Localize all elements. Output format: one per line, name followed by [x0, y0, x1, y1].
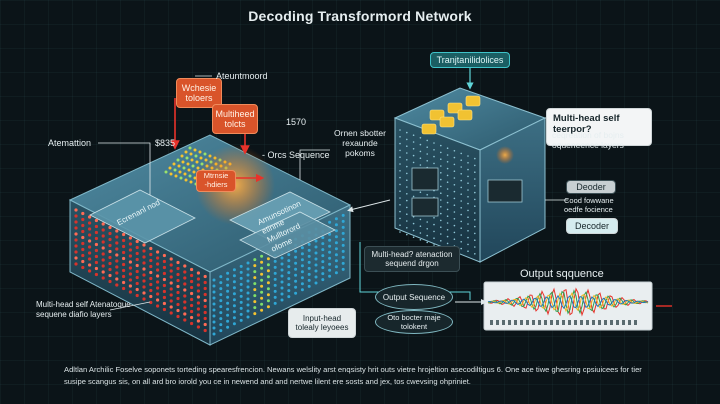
label-orcs-sequence: - Orcs Sequence	[262, 150, 330, 160]
label-cood-fowwane: Cood fowwane oedfe focience	[564, 196, 614, 214]
oto-bocter-oval: Oto bocter maje tolokent	[375, 310, 453, 334]
label-multi-head-left: Multi-head self Atenatoque sequene diafi…	[36, 300, 131, 319]
label-ateuntmoord: Ateuntmoord	[216, 71, 268, 81]
label-ornen-sbotter: Ornen sbotter rexaunde pokoms	[334, 128, 386, 159]
page-title: Decoding Transformord Network	[248, 8, 472, 24]
tag-tranjtanilidolices: Tranjtanilidolices	[430, 52, 510, 68]
input-head-card: Input-head tolealy leyoees	[288, 308, 356, 338]
orange-card-2: Multiheed tolcts	[212, 104, 258, 134]
bottom-description: Adltlan Archilic Foselve soponets torted…	[64, 365, 642, 386]
orange-card-3: Mtrnsie -hdiers	[196, 170, 236, 192]
decoder-box: Decoder	[566, 218, 618, 234]
label-atemattion: Atemattion	[48, 138, 92, 148]
multi-head-mid-box: Multi-head? atenaction sequend drgon	[364, 246, 460, 272]
orange-card-1: Wchesie toloers	[176, 78, 222, 108]
output-sequence-title: Output sqquence	[520, 268, 604, 280]
card-multi-head-top: Multi-head self teerpor?	[546, 108, 652, 146]
card-multi-head-top-title: Multi-head self teerpor?	[553, 113, 620, 135]
label-1570: 1570	[286, 117, 307, 127]
deoder-tag: Deoder	[566, 180, 616, 194]
output-sequence-oval: Output Sequence	[375, 284, 453, 310]
label-cequreation: ceqreation of bojns oqueneence layers	[552, 130, 624, 151]
label-835: $835	[155, 138, 176, 148]
